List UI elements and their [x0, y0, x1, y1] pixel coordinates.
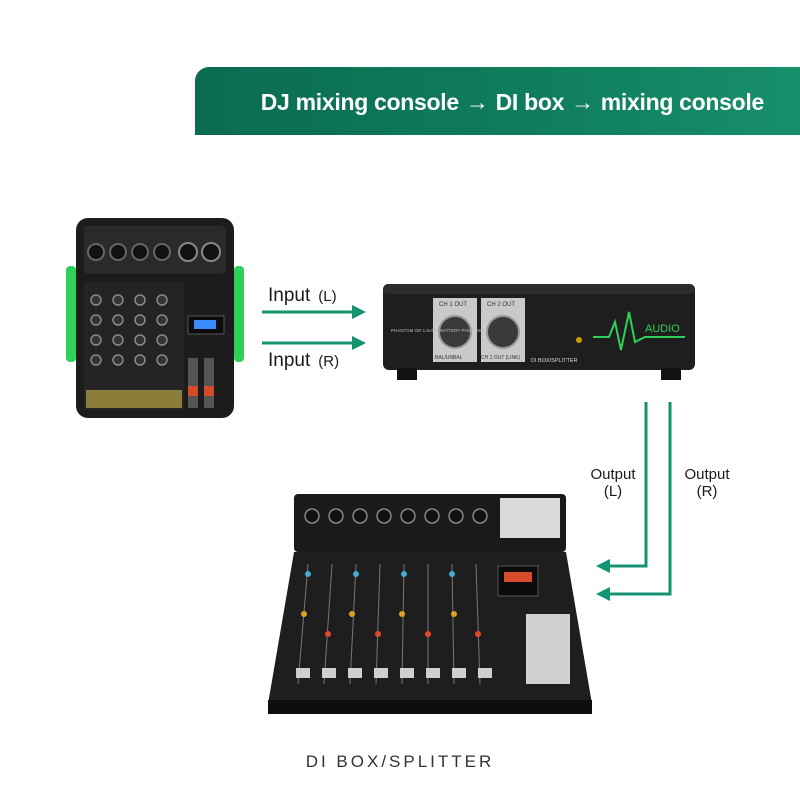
di-phantom-text: PHANTOM OR 1.5V/9V BATTERY POWERED: [391, 328, 485, 333]
di-ch2-label: CH 2 OUT: [487, 302, 515, 308]
output-l-label: Output (L): [578, 466, 648, 500]
output-l-text: Output: [590, 466, 636, 483]
di-ch1-label: CH 1 OUT: [439, 302, 467, 308]
banner-step-1: DJ mixing console: [260, 89, 459, 115]
title-banner: DJ mixing console→DI box→mixing console: [195, 67, 800, 135]
di-bal-label: BAL/UNBAL: [435, 355, 463, 361]
output-r-label: Output (R): [672, 466, 742, 500]
banner-step-2: DI box: [495, 89, 565, 115]
input-r-text: Input: [268, 350, 311, 371]
di-brand-label: AUDIO: [645, 323, 680, 335]
input-l-text: Input: [268, 285, 311, 306]
input-l-channel: (L): [318, 288, 337, 305]
dj-mixer-image: [66, 218, 244, 418]
output-l-channel: (L): [603, 483, 623, 500]
output-l-connector: [608, 402, 648, 568]
caption: DI BOX/SPLITTER: [305, 752, 495, 771]
di-link-label: CH 1 OUT (LINK): [481, 355, 520, 361]
output-r-connector: [608, 402, 672, 596]
banner-title: DJ mixing console→DI box→mixing console: [260, 67, 765, 135]
arrow-right-icon: →: [465, 89, 489, 115]
arrow-left-icon: [596, 559, 610, 573]
arrow-right-icon: [352, 336, 366, 350]
output-r-text: Output: [684, 466, 730, 483]
input-r-label: Input (R): [268, 350, 339, 372]
di-box-image: CH 1 OUT CH 2 OUT BAL/UNBAL CH 1 OUT (LI…: [383, 284, 695, 380]
input-l-label: Input (L): [268, 285, 337, 307]
output-r-channel: (R): [696, 483, 718, 500]
input-r-channel: (R): [318, 353, 340, 370]
banner-step-3: mixing console: [600, 89, 765, 115]
arrow-right-icon: [352, 305, 366, 319]
mixing-console-image: [268, 494, 592, 714]
arrow-left-icon: [596, 587, 610, 601]
di-model-label: DI BOX/SPLITTER: [531, 358, 577, 364]
arrow-right-icon: →: [571, 89, 594, 115]
